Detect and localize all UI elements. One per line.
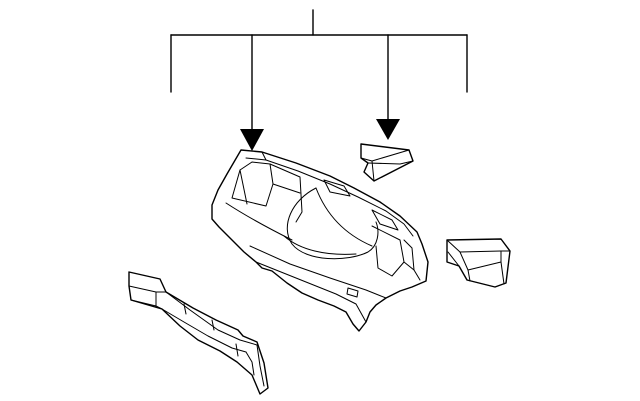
- arrow-to-bracket: [376, 119, 400, 140]
- callout-leader-tree: [170, 9, 468, 151]
- upper-bracket-part: [360, 143, 414, 182]
- dash-panel-part: [211, 149, 429, 332]
- arrow-to-dash-panel: [240, 129, 264, 151]
- reinforcement-bar-part: [128, 271, 269, 395]
- side-bracket-part: [446, 238, 511, 288]
